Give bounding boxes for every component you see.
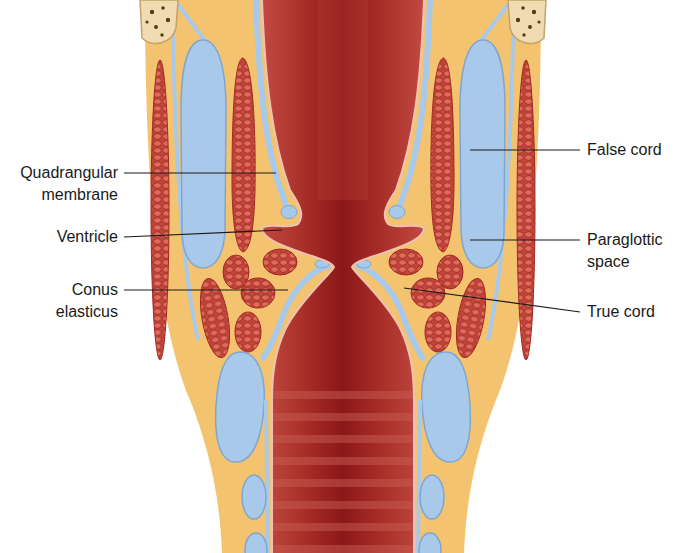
leader-line xyxy=(124,172,276,173)
part-label: True cord xyxy=(587,301,682,323)
airway-lumen xyxy=(262,0,424,553)
leader-line xyxy=(124,289,288,290)
leader-lines xyxy=(124,150,580,312)
part-label: Conus elasticus xyxy=(38,279,118,323)
tracheal-fold xyxy=(260,435,430,443)
part-label: Paraglottic space xyxy=(587,229,682,273)
tracheal-fold xyxy=(260,457,430,465)
leader-line xyxy=(470,149,580,150)
leader-line xyxy=(124,230,282,237)
tracheal-folds xyxy=(260,0,430,549)
leader-line xyxy=(404,288,580,312)
tracheal-fold xyxy=(260,545,430,553)
lumen-highlight xyxy=(318,0,368,200)
part-label: False cord xyxy=(587,139,682,161)
part-label: Ventricle xyxy=(0,226,118,248)
mucosa-edge xyxy=(262,0,424,553)
tracheal-fold xyxy=(260,523,430,531)
part-label: Quadrangular membrane xyxy=(0,162,118,206)
tracheal-fold xyxy=(260,501,430,509)
tracheal-fold xyxy=(260,391,430,399)
leader-line xyxy=(470,239,580,240)
tracheal-fold xyxy=(260,479,430,487)
tracheal-fold xyxy=(260,413,430,421)
